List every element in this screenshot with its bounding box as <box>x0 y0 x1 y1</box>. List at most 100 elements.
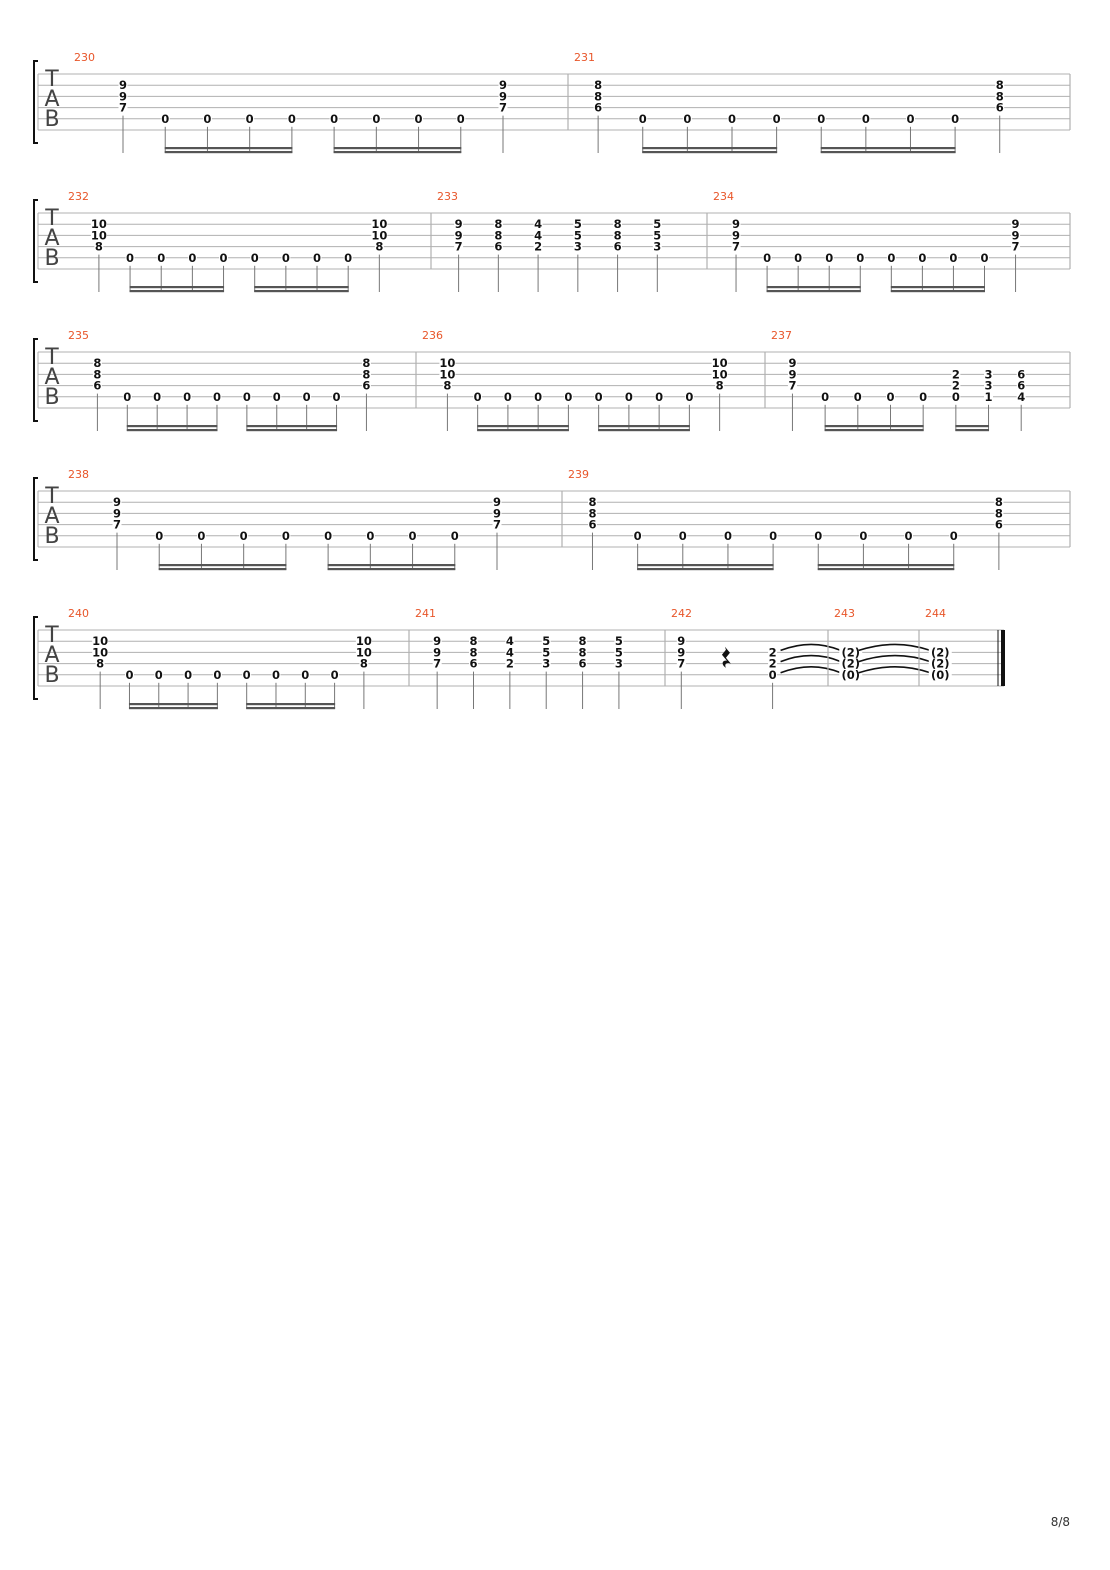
note-event: 0 <box>281 529 291 570</box>
note-event: 0 <box>245 112 255 153</box>
beam <box>164 151 293 154</box>
note-event: 220 <box>768 643 842 709</box>
note-event: 0 <box>979 251 989 292</box>
note-event: 886 <box>578 634 588 709</box>
note-mask <box>92 647 109 658</box>
note-mask <box>633 530 643 541</box>
fret-number: 9 <box>732 217 740 231</box>
note-event: 997 <box>118 78 128 153</box>
fret-number: 8 <box>375 240 383 254</box>
fret-number: 4 <box>534 217 542 231</box>
note-mask <box>414 113 424 124</box>
beam <box>824 429 924 432</box>
note-mask <box>731 219 741 230</box>
fret-number: 9 <box>788 367 796 381</box>
note-event: 0 <box>187 251 197 292</box>
fret-number: 0 <box>409 529 417 543</box>
beam <box>598 429 690 432</box>
note-mask <box>245 113 255 124</box>
beam <box>333 147 462 150</box>
fret-number: 9 <box>677 634 685 648</box>
fret-number: (2) <box>841 657 860 671</box>
note-mask <box>886 252 896 263</box>
tie-arc <box>780 666 842 674</box>
fret-number: 0 <box>728 112 736 126</box>
fret-number: 9 <box>455 228 463 242</box>
note-mask <box>768 530 778 541</box>
fret-number: 5 <box>574 217 582 231</box>
note-event: 0 <box>125 251 135 292</box>
fret-number: 0 <box>220 251 228 265</box>
note-mask <box>492 497 502 508</box>
note-event: 0 <box>212 390 222 431</box>
fret-number: 10 <box>356 634 372 648</box>
note-event: 886 <box>593 78 603 153</box>
fret-number: 10 <box>439 356 455 370</box>
beam <box>598 425 690 428</box>
note-event: 0 <box>633 529 643 570</box>
note-mask <box>787 369 797 380</box>
fret-number: 2 <box>952 379 960 393</box>
note-mask <box>839 658 863 669</box>
measure-number: 233 <box>437 190 458 203</box>
note-mask <box>312 252 322 263</box>
note-mask <box>723 530 733 541</box>
note-mask <box>593 102 603 113</box>
measure-number: 230 <box>74 51 95 64</box>
beam <box>820 147 956 150</box>
note-event: 0 <box>762 251 772 292</box>
measure-number: 235 <box>68 329 89 342</box>
fret-number: 10 <box>712 356 728 370</box>
fret-number: 0 <box>330 112 338 126</box>
note-event: 0 <box>904 529 914 570</box>
note-mask <box>918 391 928 402</box>
note-mask <box>1016 369 1026 380</box>
note-event: 664 <box>1016 367 1026 431</box>
fret-number: 0 <box>951 112 959 126</box>
note-mask <box>454 241 464 252</box>
note-mask <box>156 252 166 263</box>
measure-number: 231 <box>574 51 595 64</box>
note-mask <box>160 113 170 124</box>
fret-number: 0 <box>240 529 248 543</box>
note-event: 886 <box>92 356 102 431</box>
note-event: 0 <box>727 112 737 153</box>
note-event: 0 <box>820 390 830 431</box>
note-mask <box>533 391 543 402</box>
fret-number: 5 <box>542 634 550 648</box>
beam <box>128 707 218 710</box>
note-event: 0 <box>302 390 312 431</box>
fret-number: 0 <box>153 390 161 404</box>
note-mask <box>493 241 503 252</box>
note-mask <box>505 658 515 669</box>
note-mask <box>678 530 688 541</box>
note-event: 997 <box>454 217 464 292</box>
note-mask <box>92 380 102 391</box>
fret-number: 8 <box>995 506 1003 520</box>
note-mask <box>212 669 222 680</box>
beam <box>642 147 778 150</box>
beam <box>817 564 955 567</box>
note-mask <box>439 358 456 369</box>
beam <box>246 703 336 706</box>
note-mask <box>614 658 624 669</box>
fret-number: 9 <box>677 645 685 659</box>
note-mask <box>271 669 281 680</box>
fret-number: 0 <box>773 112 781 126</box>
fret-number: 6 <box>1017 379 1025 393</box>
note-mask <box>281 252 291 263</box>
note-mask <box>613 230 623 241</box>
note-mask <box>498 80 508 91</box>
fret-number: 0 <box>282 251 290 265</box>
fret-number: 10 <box>91 228 107 242</box>
note-mask <box>92 636 109 647</box>
note-event: 0 <box>917 251 927 292</box>
note-mask <box>613 219 623 230</box>
note-mask <box>196 530 206 541</box>
note-mask <box>371 230 388 241</box>
